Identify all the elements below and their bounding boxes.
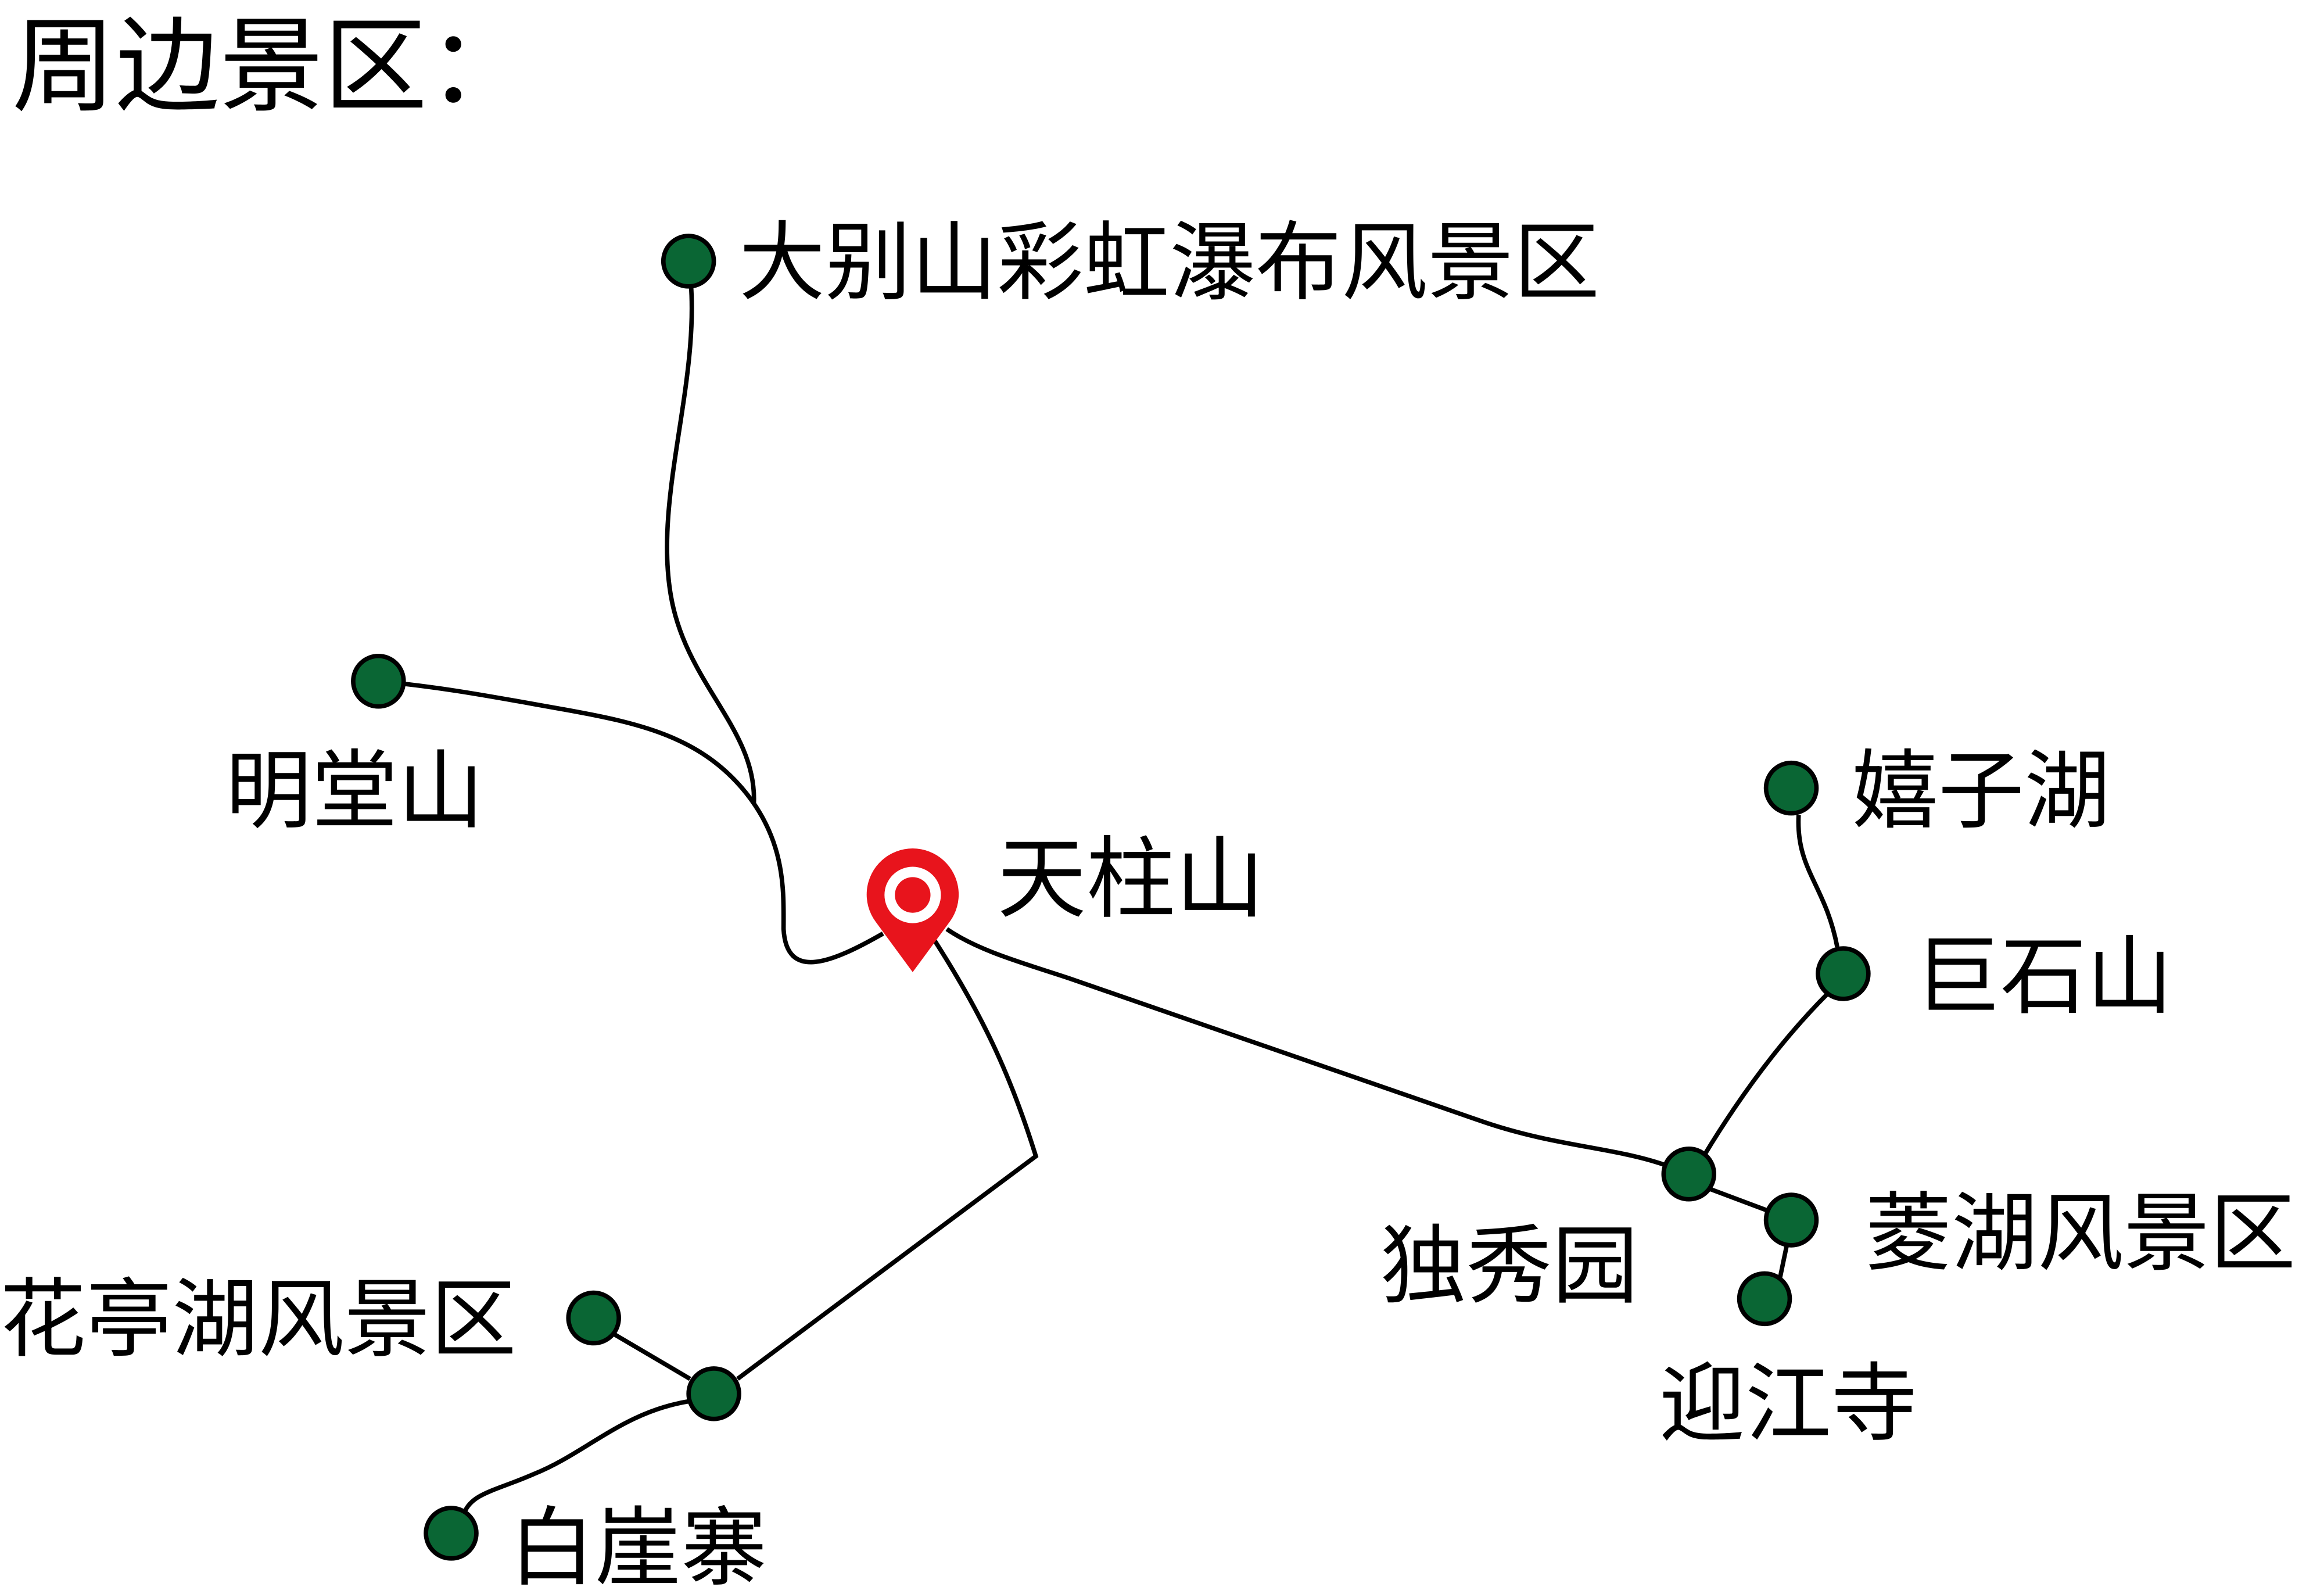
spot-dot-linghu[interactable] bbox=[1763, 1192, 1819, 1248]
spot-label-duxiuyuan: 独秀园 bbox=[1380, 1216, 1638, 1316]
spot-dot-baiyazhai[interactable] bbox=[424, 1506, 479, 1561]
spot-dot-jushishan[interactable] bbox=[1816, 946, 1871, 1001]
spot-dot-xizihu[interactable] bbox=[1763, 760, 1819, 816]
spot-label-huatinghu: 花亭湖风景区 bbox=[0, 1269, 517, 1370]
spot-label-baiyazhai: 白崖寨 bbox=[509, 1498, 767, 1594]
routes bbox=[378, 260, 1839, 1514]
junction-dot bbox=[686, 1366, 741, 1421]
route-linghu bbox=[1709, 1187, 1770, 1213]
spot-dot-yingjiangsi[interactable] bbox=[1737, 1271, 1792, 1327]
spot-label-xizihu: 嬉子湖 bbox=[1852, 740, 2110, 841]
route-baiyazhai bbox=[462, 1399, 691, 1514]
route-huatinghu bbox=[613, 1332, 691, 1381]
center-label: 天柱山 bbox=[997, 828, 1264, 932]
route-xizihu bbox=[1796, 814, 1839, 948]
spot-label-mingtangshan: 明堂山 bbox=[225, 740, 483, 841]
spot-dot-huatinghu[interactable] bbox=[566, 1290, 621, 1346]
route-duxiuyuan bbox=[945, 927, 1670, 1169]
route-yingjiangsi bbox=[1777, 1245, 1789, 1281]
map-pin-icon[interactable] bbox=[866, 848, 959, 972]
route-south bbox=[736, 940, 1039, 1381]
spot-dot-mingtangshan[interactable] bbox=[351, 654, 406, 709]
page-title: 周边景区： bbox=[12, 6, 531, 127]
spot-dots bbox=[351, 234, 1871, 1561]
spot-label-dabieshan: 大别山彩虹瀑布风景区 bbox=[739, 212, 1599, 313]
spot-label-jushishan: 巨石山 bbox=[1914, 926, 2172, 1027]
spot-dot-duxiuyuan[interactable] bbox=[1661, 1147, 1717, 1202]
route-jushishan bbox=[1702, 991, 1830, 1158]
route-dabieshan bbox=[665, 260, 756, 803]
route-mingtangshan bbox=[378, 679, 884, 965]
spot-dot-dabieshan[interactable] bbox=[661, 234, 716, 289]
spot-label-linghu: 菱湖风景区 bbox=[1866, 1183, 2296, 1284]
labels: 天柱山 大别山彩虹瀑布风景区 明堂山 嬉子湖 巨石山 独秀园 菱湖风景区 迎江寺… bbox=[0, 212, 2296, 1594]
spot-label-yingjiangsi: 迎江寺 bbox=[1659, 1353, 1917, 1454]
